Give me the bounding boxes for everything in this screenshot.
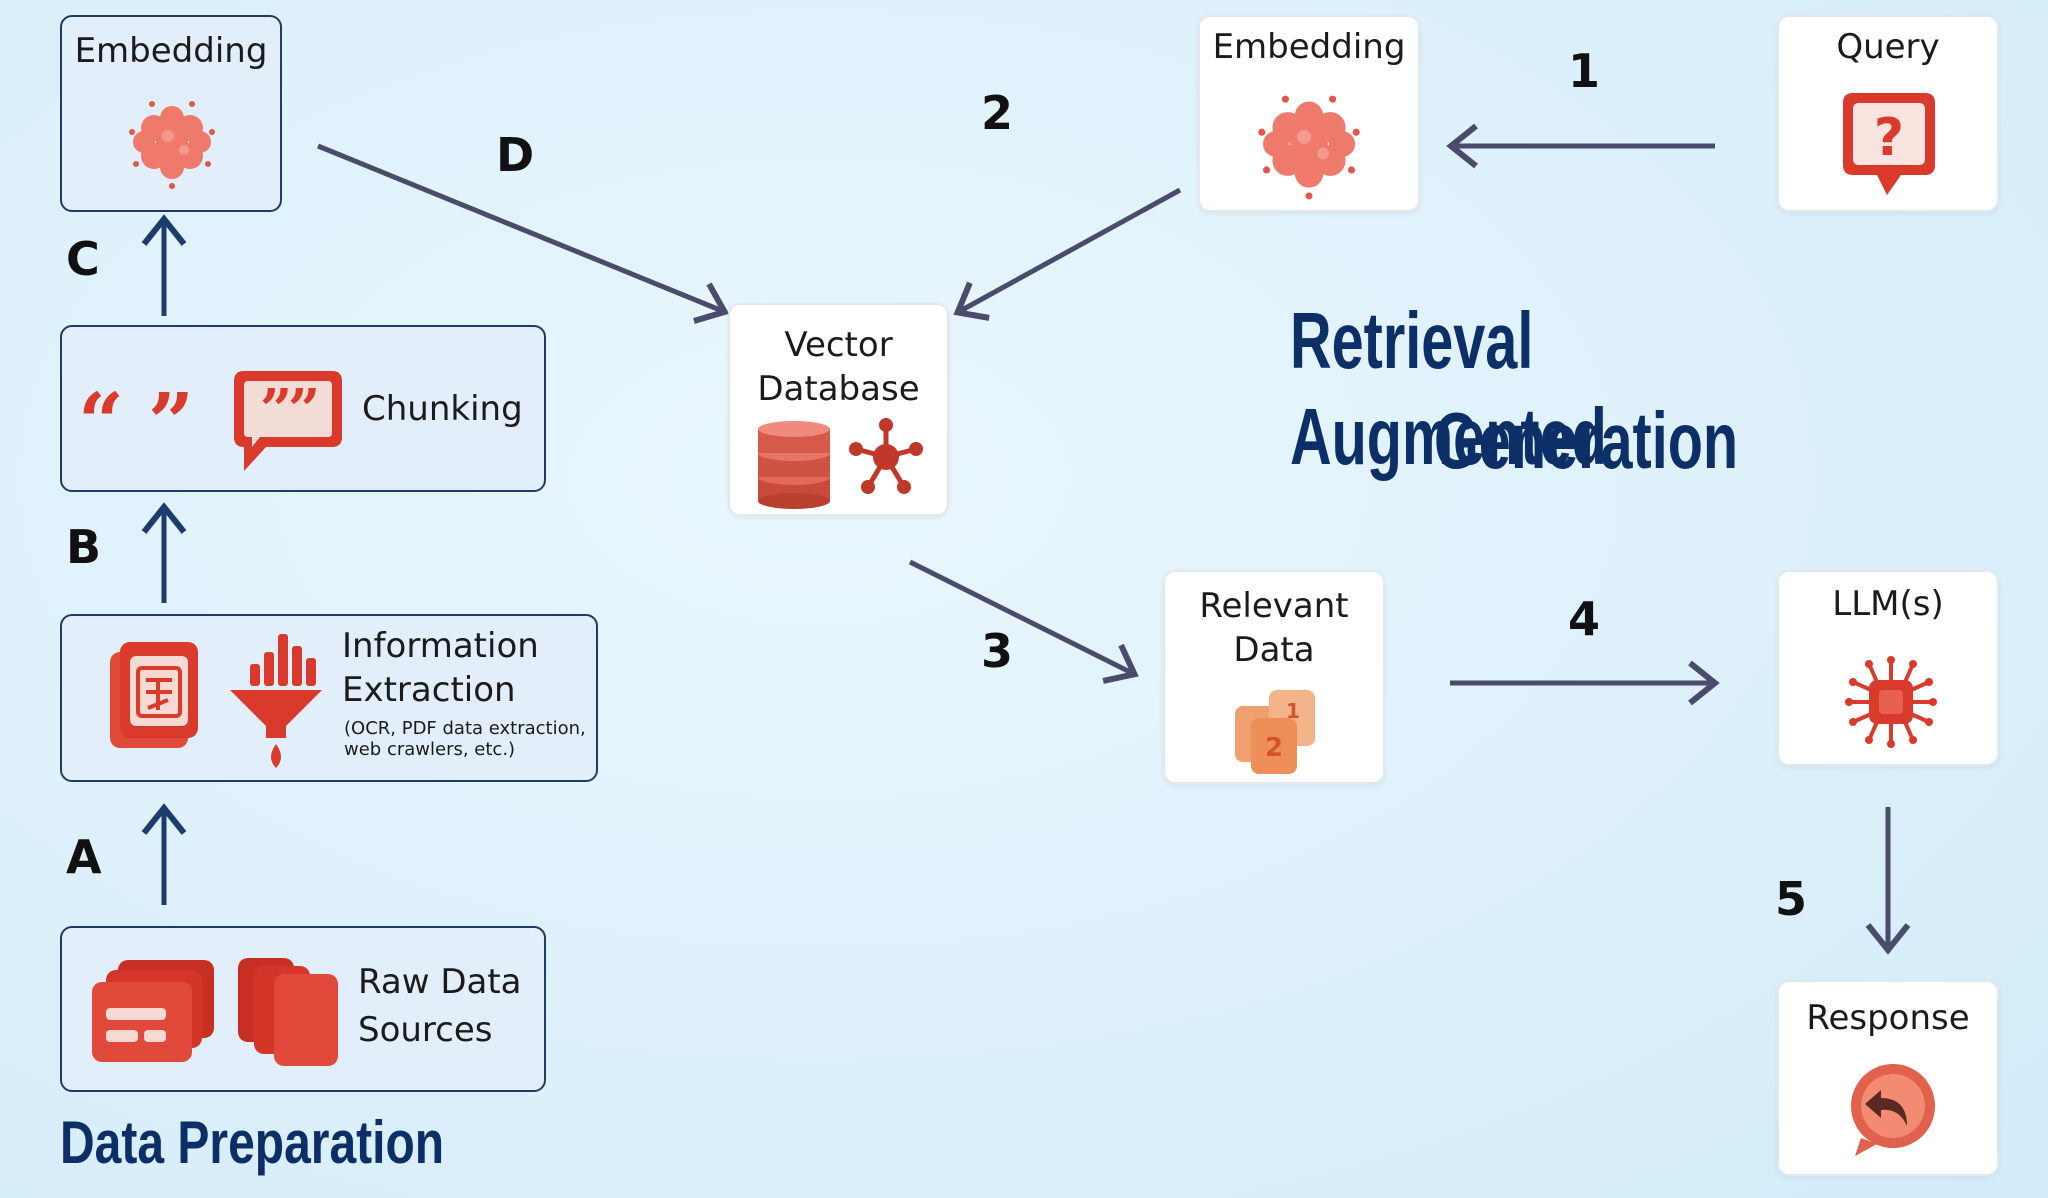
query-node[interactable]: Query ? xyxy=(1777,15,1999,212)
chip-icon xyxy=(1845,656,1937,748)
molecule-icon xyxy=(849,418,923,494)
step-label-1: 1 xyxy=(1568,44,1601,98)
arrow-d xyxy=(317,143,730,324)
step-label-4: 4 xyxy=(1568,592,1601,646)
information-extraction-node[interactable]: Information Extraction (OCR, PDF data ex… xyxy=(60,614,598,782)
step-label-d: D xyxy=(496,128,535,182)
raw-data-sources-label-line1: Raw Data xyxy=(358,962,522,1002)
relevant-data-node[interactable]: Relevant Data 2 1 xyxy=(1163,570,1385,784)
relevant-data-label-line2: Data xyxy=(1233,630,1315,670)
query-label: Query xyxy=(1836,27,1940,67)
vector-database-node[interactable]: Vector Database xyxy=(728,303,949,516)
prep-embedding-node[interactable]: Embedding xyxy=(60,15,282,212)
llm-label: LLM(s) xyxy=(1832,584,1944,624)
reply-bubble-icon xyxy=(1851,1064,1935,1156)
prep-embedding-label: Embedding xyxy=(74,31,268,71)
svg-text:1: 1 xyxy=(1286,699,1300,723)
vector-database-label-line2: Database xyxy=(757,369,920,409)
information-extraction-label-line2: Extraction xyxy=(342,670,516,710)
step-label-5: 5 xyxy=(1775,872,1808,926)
numbered-docs-icon: 2 1 xyxy=(1235,690,1315,774)
files-stack-icon xyxy=(238,958,338,1066)
svg-text:?: ? xyxy=(1874,108,1904,168)
svg-text:”: ” xyxy=(148,382,194,442)
step-label-3: 3 xyxy=(981,624,1014,678)
response-node[interactable]: Response xyxy=(1777,980,1999,1176)
raw-data-sources-label-line2: Sources xyxy=(358,1010,493,1050)
database-icon xyxy=(758,421,830,509)
svg-text:”: ” xyxy=(288,377,320,443)
cards-stack-icon xyxy=(92,960,214,1062)
rag-embedding-node[interactable]: Embedding xyxy=(1198,15,1420,212)
chunking-label: Chunking xyxy=(362,389,523,429)
information-extraction-note-line1: (OCR, PDF data extraction, xyxy=(344,718,586,739)
funnel-chart-icon xyxy=(230,634,322,768)
information-extraction-label-line1: Information xyxy=(342,626,539,666)
step-label-2: 2 xyxy=(981,86,1014,140)
chat-quote-icon: ” ” xyxy=(234,371,342,471)
embedding-cluster-icon xyxy=(129,101,215,189)
question-bubble-icon: ? xyxy=(1843,93,1935,195)
arrow-2 xyxy=(953,187,1182,321)
quote-marks-icon: “” xyxy=(78,382,194,442)
embedding-cluster-icon xyxy=(1258,95,1360,200)
document-icon xyxy=(110,642,198,748)
information-extraction-note-line2: web crawlers, etc.) xyxy=(344,739,516,760)
llm-node[interactable]: LLM(s) xyxy=(1777,570,1999,766)
step-label-b: B xyxy=(66,520,102,574)
svg-text:2: 2 xyxy=(1265,733,1283,763)
step-label-a: A xyxy=(66,830,102,884)
chunking-node[interactable]: “” ” ” Chunking xyxy=(60,325,546,492)
arrow-3 xyxy=(908,559,1139,684)
rag-title-line2: Generation xyxy=(1434,396,1739,485)
data-preparation-title: Data Preparation xyxy=(60,1109,445,1176)
rag-title-line1: Retrieval Augmented xyxy=(1290,296,1607,481)
svg-text:“: “ xyxy=(78,382,124,442)
rag-embedding-label: Embedding xyxy=(1212,27,1406,67)
vector-database-label-line1: Vector xyxy=(784,325,893,365)
relevant-data-label-line1: Relevant xyxy=(1199,586,1349,626)
response-label: Response xyxy=(1806,998,1970,1038)
step-label-c: C xyxy=(66,232,100,286)
svg-text:”: ” xyxy=(260,377,292,443)
raw-data-sources-node[interactable]: Raw Data Sources xyxy=(60,926,546,1092)
